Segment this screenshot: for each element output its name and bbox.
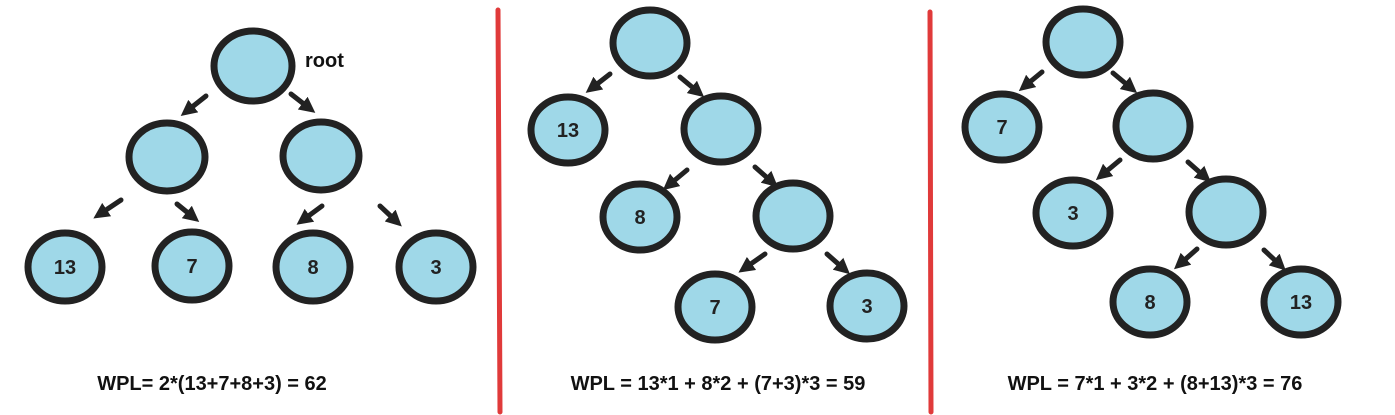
- tree-1-node-internal-right: [279, 118, 363, 194]
- tree-3-node-root: [1042, 5, 1124, 79]
- edge: [1018, 69, 1045, 92]
- edge: [585, 71, 613, 93]
- tree-2: 13 8 7 3 WPL = 13*1 + 8*2 + (7+3)*3 = 59: [527, 6, 908, 395]
- edge: [824, 251, 850, 275]
- tree-2-leaf-13: 13: [527, 93, 609, 167]
- edge: [662, 167, 690, 191]
- tree-1-node-root: [210, 27, 296, 105]
- edge: [296, 203, 325, 225]
- edge: [738, 251, 768, 273]
- svg-text:7: 7: [996, 117, 1007, 139]
- svg-text:13: 13: [1290, 292, 1312, 314]
- edge: [1110, 70, 1138, 94]
- tree-3-node-internal-2: [1185, 175, 1267, 249]
- svg-text:3: 3: [861, 296, 872, 318]
- edge: [1174, 246, 1200, 270]
- edge: [1185, 159, 1211, 183]
- edge: [1261, 247, 1286, 271]
- edge: [93, 197, 124, 219]
- edge: [677, 74, 705, 98]
- tree-1-wpl-formula: WPL= 2*(13+7+8+3) = 62: [97, 373, 327, 395]
- edge: [1095, 157, 1123, 181]
- root-label: root: [305, 50, 344, 72]
- tree-3-leaf-3: 3: [1032, 176, 1114, 250]
- divider-2: [927, 9, 934, 415]
- svg-text:8: 8: [307, 257, 318, 279]
- tree-2-leaf-8: 8: [599, 180, 681, 254]
- tree-2-node-root: [609, 6, 691, 80]
- svg-text:13: 13: [557, 120, 579, 142]
- tree-3-leaf-8: 8: [1109, 265, 1191, 339]
- tree-1-leaf-3: 3: [395, 229, 477, 305]
- tree-1-leaf-8: 8: [272, 229, 354, 305]
- edge: [377, 203, 402, 227]
- svg-text:7: 7: [709, 297, 720, 319]
- tree-3-leaf-7: 7: [961, 90, 1043, 164]
- tree-2-leaf-3: 3: [826, 269, 908, 343]
- svg-text:8: 8: [634, 207, 645, 229]
- tree-3-edges: [1018, 69, 1286, 271]
- tree-3-node-internal-1: [1112, 89, 1194, 163]
- tree-2-node-internal-2: [752, 179, 834, 253]
- tree-2-node-internal-1: [680, 92, 762, 166]
- svg-text:3: 3: [430, 257, 441, 279]
- tree-3-wpl-formula: WPL = 7*1 + 3*2 + (8+13)*3 = 76: [1008, 373, 1303, 395]
- tree-3: 7 3 8 13 WPL = 7*1 + 3*2 + (8+13)*3 = 76: [961, 5, 1342, 395]
- edge: [752, 164, 778, 188]
- edge: [288, 91, 316, 113]
- tree-1-leaf-7: 7: [151, 228, 233, 304]
- tree-1: root 13 7 8 3 WPL= 2*(13+7+8+3) = 62: [24, 27, 477, 395]
- edge: [174, 201, 200, 223]
- svg-text:8: 8: [1144, 292, 1155, 314]
- svg-text:3: 3: [1067, 203, 1078, 225]
- tree-1-edges: [93, 91, 402, 227]
- tree-1-node-internal-left: [125, 119, 209, 195]
- divider-1: [495, 7, 503, 415]
- tree-1-leaf-13: 13: [24, 229, 106, 305]
- svg-text:13: 13: [54, 257, 76, 279]
- tree-2-wpl-formula: WPL = 13*1 + 8*2 + (7+3)*3 = 59: [571, 373, 866, 395]
- svg-text:7: 7: [186, 256, 197, 278]
- tree-2-edges: [585, 71, 850, 275]
- tree-3-leaf-13: 13: [1260, 265, 1342, 339]
- tree-2-leaf-7: 7: [674, 270, 756, 344]
- edge: [180, 93, 209, 116]
